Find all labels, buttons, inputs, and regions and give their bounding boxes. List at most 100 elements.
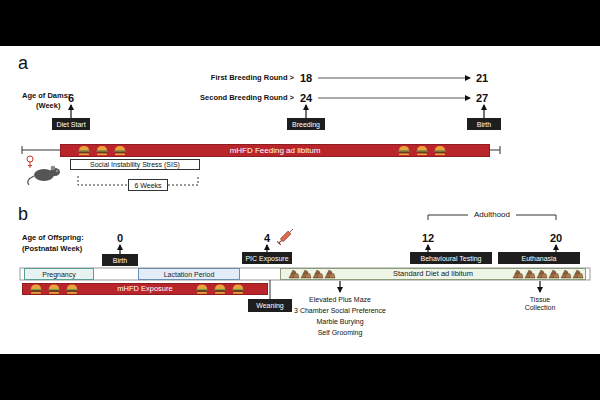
timeline-band [20, 268, 590, 280]
mouse-eye [56, 170, 57, 171]
round-label: Second Breeding Round > [200, 94, 294, 103]
duration-bracket [168, 176, 198, 185]
burger-icon [67, 285, 78, 294]
week-number: 21 [476, 72, 488, 85]
node-text: Diet Start [54, 121, 87, 128]
event-box: Behavioural Testing [410, 252, 492, 264]
stress-box: Social Instability Stress (SIS) [70, 159, 200, 170]
node-text: Behavioural Testing [419, 255, 484, 262]
burger-icon [417, 146, 428, 155]
event-box: Birth [102, 254, 138, 266]
mouse-tail [28, 176, 34, 185]
pellet-icon [289, 270, 299, 278]
pellet-icon [537, 270, 547, 278]
week-number: 24 [300, 92, 312, 105]
period-box: Lactation Period [138, 268, 240, 280]
syringe-icon [277, 227, 295, 245]
panel-letter: b [18, 204, 28, 225]
burger-icon [435, 146, 446, 155]
period-box: Pregnancy [24, 268, 94, 280]
female-symbol [30, 162, 31, 168]
adulthood-bracket [428, 215, 468, 220]
node-text: Birth [475, 121, 493, 128]
mouse-head [50, 168, 60, 176]
axis-tick [22, 146, 23, 154]
pellet-icons [289, 270, 583, 278]
axis-tick [500, 146, 501, 154]
axis-title: Age of Offspring: [22, 234, 84, 243]
axis-title: (Postnatal Week) [22, 245, 82, 254]
node-text: Weaning [254, 302, 286, 309]
duration-bracket [78, 176, 128, 185]
test-name: Elevated Plus Maze [309, 296, 371, 304]
node-text: Lactation Period [162, 271, 217, 278]
female-symbol [27, 156, 33, 162]
week-number: 0 [117, 232, 123, 245]
week-number: 27 [476, 92, 488, 105]
axis-title: (Week) [36, 102, 60, 111]
pellet-icon [561, 270, 571, 278]
axis-title: Age of Dams: [22, 92, 70, 101]
burger-icons [31, 146, 446, 294]
duration-box: 6 Weeks [128, 179, 168, 191]
syringe-barrel [280, 231, 291, 242]
pointer-arrow [483, 105, 484, 118]
test-name: Self Grooming [318, 329, 363, 337]
node-text: Standard Diet ad libitum [391, 270, 475, 278]
span-arrow [318, 98, 470, 99]
burger-icon [399, 146, 410, 155]
week-number: 18 [300, 72, 312, 85]
pointer-arrow [119, 245, 120, 254]
test-name: Marble Burying [316, 318, 363, 326]
procedure-name: Tissue Collection [517, 296, 563, 312]
bottom-border-band [0, 354, 600, 400]
period-box: Standard Diet ad libitum [280, 268, 586, 280]
adulthood-bracket [516, 215, 556, 220]
pointer-arrow [305, 105, 306, 118]
pellet-icon [325, 270, 335, 278]
week-number: 4 [264, 232, 270, 245]
week-number: 6 [68, 92, 74, 105]
node-text: Euthanasia [519, 255, 558, 262]
syringe-plunger [277, 241, 281, 245]
pellet-icon [549, 270, 559, 278]
female-symbol [28, 165, 32, 166]
burger-icon [31, 285, 42, 294]
mouse-body [34, 169, 54, 181]
event-box: Weaning [248, 299, 292, 312]
week-number: 12 [422, 232, 434, 245]
node-text: mHFD Exposure [115, 285, 174, 293]
pointer-arrow [266, 245, 267, 252]
burger-icon [97, 146, 108, 155]
pellet-icon [525, 270, 535, 278]
node-text: mHFD Feeding ad libitum [228, 147, 323, 155]
pellet-icon [513, 270, 523, 278]
burger-icon [197, 285, 208, 294]
node-text: PIC Exposure [243, 255, 290, 262]
syringe-needle [290, 229, 294, 233]
node-text: 6 Weeks [132, 182, 163, 189]
panel-letter: a [18, 53, 28, 74]
pointer-arrow [539, 281, 540, 292]
event-box: Birth [467, 118, 501, 130]
event-box: Breeding [287, 118, 325, 130]
burger-icon [233, 285, 244, 294]
burger-icon [115, 146, 126, 155]
pointer-arrow [339, 281, 340, 292]
stage-label: Adulthood [474, 210, 510, 219]
syringe-plunger [279, 240, 282, 243]
weaning-marker-line [270, 280, 271, 299]
pointer-arrow [555, 245, 556, 252]
test-name: 3 Chamber Social Preference [294, 307, 386, 315]
span-arrow [318, 78, 470, 79]
pointer-arrow [70, 105, 71, 118]
event-box: PIC Exposure [242, 252, 292, 264]
event-box: Diet Start [52, 118, 90, 130]
burger-icon [215, 285, 226, 294]
mouse-illustration [27, 156, 60, 185]
